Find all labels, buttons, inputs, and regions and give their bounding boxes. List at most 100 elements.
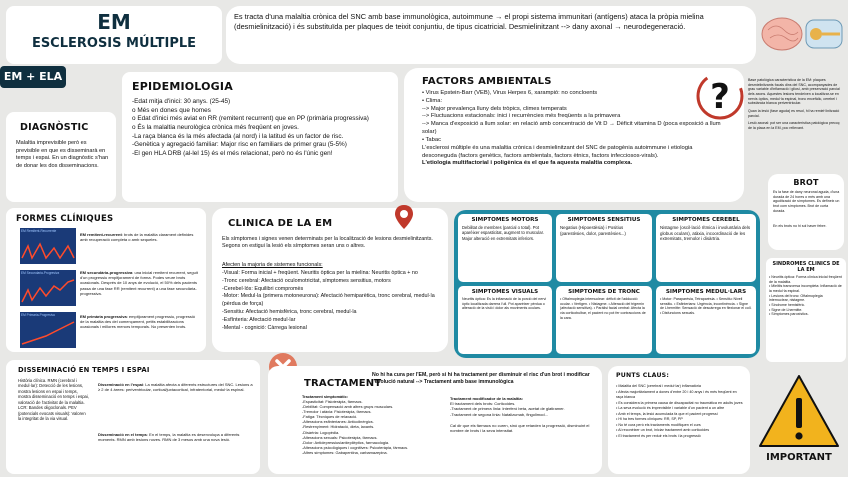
- simptomes-medul-text: • Motor: Paraparèsia, Tetraparèsia. • Se…: [660, 297, 752, 316]
- em-ela-label: EM + ELA: [3, 70, 63, 83]
- list-item: -Sensitiu: Afectació hemisfèrica, tronc …: [222, 309, 357, 316]
- list-item: • Clima:: [422, 97, 443, 104]
- list-item: --> Major prevalença lluny dels tròpics,…: [422, 105, 567, 112]
- list-item: -Cerebel·lós: Equilibri compromès: [222, 285, 304, 292]
- forma-label: EM secundària-progressiva: [80, 270, 133, 275]
- pp-curve: [21, 321, 75, 345]
- list-item: • Virus Epstein-Barr (VEB), Virus Herpes…: [422, 90, 598, 96]
- diagnostic-title: DIAGNÒSTIC: [20, 122, 89, 133]
- forma-sp: EM secundària-progressiva: una inicial r…: [80, 270, 198, 296]
- clinica-sub: Afecten la majoria de sistemes funcional…: [222, 262, 323, 268]
- simptomes-motors-text: Debilitat de membres (parcial o total). …: [462, 225, 544, 241]
- important-label: IMPORTANT: [766, 452, 832, 463]
- list-item: L'esclerosi múltiple és una malaltia crò…: [422, 144, 693, 159]
- side-note-text: Base patològica característica de la EM:…: [748, 78, 840, 106]
- punts-box: PUNTS CLAUS: • Malaltia del SNC (cerebra…: [608, 366, 750, 474]
- question-icon: ?: [694, 66, 746, 124]
- espai-title: Disseminació en l'espai: [98, 382, 143, 387]
- list-item: -Debilitat: Compensació amb altres grups…: [302, 404, 394, 410]
- side-note: Base patològica característica de la EM:…: [748, 78, 844, 172]
- brain-image: [760, 6, 844, 62]
- list-item: -Visual: Forma inicial + freqüent. Neuri…: [222, 270, 418, 276]
- svg-text:?: ?: [710, 77, 730, 117]
- chart-thumb-label: EM Secundaria-Progresiva: [21, 271, 60, 275]
- epidemiologia-box: EPIDEMIOLOGIA -Edat mitja d'inici: 30 an…: [122, 72, 398, 202]
- tractament-right-title: Tractament modificador de la malaltia:: [450, 396, 523, 401]
- sp-curve: [21, 279, 75, 303]
- list-item: • Símptomes paroxístics.: [769, 312, 809, 317]
- formes-box: FORMES CLÍNIQUES EM Remitent-Recurrente …: [6, 208, 206, 352]
- clinica-title: CLINICA DE LA EM: [228, 218, 333, 229]
- list-item: -Genètica y agregació familiar: Major ri…: [132, 141, 347, 149]
- list-item: -Dolor: Antidepressius/antiepilèptics, f…: [302, 439, 390, 445]
- temps-text: En el temps, la malaltia es desenvolupa …: [98, 432, 240, 443]
- simptomes-tronc-text: • Oftalmoplegia internuclear: dèficit de…: [560, 297, 646, 320]
- simptomes-medul: SIMPTOMES MEDUL·LARS • Motor: Paraparèsi…: [656, 286, 756, 354]
- disseminacio-box: DISSEMINACIÓ EN TEMPS I ESPAI Història c…: [6, 360, 260, 474]
- list-item: • Signe de Lhermitte.: [769, 307, 803, 312]
- list-item: • Hi ha tres formes clíniques: RR, SP, P…: [616, 417, 683, 422]
- list-item: -Tractament de primera línia: Interferó …: [450, 406, 565, 412]
- tractament-intro: No hi ha cura per l'EM, però si hi ha tr…: [372, 372, 590, 386]
- list-item: -La raça blanca és la més afectada (al n…: [132, 132, 344, 140]
- em-ela-tag: EM + ELA: [0, 66, 66, 88]
- epidemiologia-list: -Edat mitja d'inici: 30 anys. (25-45) o …: [132, 98, 392, 158]
- chart-thumb-pp: EM Primaria-Progresiva: [20, 312, 76, 348]
- tractament-note: Cal dir que els fàrmacs no curen, sinó q…: [450, 422, 590, 433]
- clinica-intro: Els símptomes i signes venen determinats…: [222, 236, 433, 250]
- list-item: El tractament dels brots: Corticoides.: [450, 401, 516, 407]
- factors-box: FACTORS AMBIENTALS • Virus Epstein-Barr …: [404, 68, 744, 202]
- location-pin-icon: [394, 204, 414, 230]
- list-item: -El gen HLA DRB (al-lel 15) és el més re…: [132, 149, 333, 157]
- list-item: -Alteracions esfinterianes: Anticolinèrg…: [302, 419, 374, 425]
- list-item: • Lesions del tronc: Oftalmoplegia inter…: [769, 293, 823, 303]
- intro-text: Es tracta d'una malaltia crònica del SNC…: [234, 12, 704, 32]
- list-item: -Tronc cerebral: Afectació oculomotricit…: [222, 277, 391, 284]
- title-banner: EM ESCLEROSIS MÚLTIPLE: [6, 6, 222, 64]
- punts-title: PUNTS CLAUS:: [616, 372, 670, 379]
- factors-list: • Virus Epstein-Barr (VEB), Virus Herpes…: [422, 90, 722, 168]
- simptomes-tronc-title: SIMPTOMES DE TRONC: [568, 289, 640, 295]
- tractament-left: Tractament simptomàtic: -Espasticitat: F…: [302, 394, 442, 455]
- list-item: -Mental - cognició: Càrrega lesional: [222, 324, 307, 331]
- simptomes-panel: SIMPTOMES MOTORS Debilitat de membres (p…: [454, 210, 760, 358]
- simptomes-motors: SIMPTOMES MOTORS Debilitat de membres (p…: [458, 214, 552, 282]
- tractament-right: Tractament modificador de la malaltia: E…: [450, 396, 596, 433]
- simptomes-motors-title: SIMPTOMES MOTORS: [471, 217, 539, 223]
- chart-thumb-sp: EM Secundaria-Progresiva: [20, 270, 76, 306]
- forma-pp: EM primària progressiva: empitjorament p…: [80, 314, 195, 330]
- list-item: -Disàrtria: Logopèdia.: [302, 429, 340, 435]
- simptomes-cerebel-title: SIMPTOMES CEREBEL: [672, 217, 740, 223]
- list-item: • Malaltia del SNC (cerebral i medul·lar…: [616, 384, 701, 388]
- list-item: --> Manca d'exposició a llum solar: en r…: [422, 121, 721, 136]
- forma-rr: EM remitent-recurrent: brots de la malal…: [80, 232, 194, 243]
- list-item: • Tabac: [422, 136, 442, 143]
- list-item: • Mielitis transversa incompleta: Inflam…: [769, 284, 842, 294]
- forma-desc: empitjorament progressiu, progressió de …: [80, 314, 195, 330]
- chart-thumb-rr: EM Remitent-Recurrente: [20, 228, 76, 264]
- list-item: L'etiologia multifactorial i poligènica …: [422, 160, 633, 167]
- brot-text2: En els brots no hi sol haver febre.: [773, 224, 827, 228]
- simptomes-cerebel-text: Nistagme (oscil·lació rítmica i involunt…: [660, 225, 751, 242]
- simptomes-cerebel: SIMPTOMES CEREBEL Nistagme (oscil·lació …: [656, 214, 756, 282]
- list-item: --> Fluctuacions estacionals: inici i re…: [422, 113, 621, 120]
- sindromes-box: SINDROMES CLINICS DE LA EM • Neuritis òp…: [766, 258, 846, 362]
- simptomes-sensitius: SIMPTOMES SENSITIUS Negatius (Hipoestèsi…: [556, 214, 652, 282]
- list-item: -Motor: Medul·la (primera motoneurona): …: [222, 293, 435, 308]
- simptomes-tronc: SIMPTOMES DE TRONC • Oftalmoplegia inter…: [556, 286, 652, 354]
- tractament-left-list: -Espasticitat: Fisioteràpia, fàrmacs. -D…: [302, 399, 442, 455]
- forma-desc: brots de la malaltia clarament definides…: [80, 232, 194, 243]
- list-item: o És la malaltia neurològica crònica més…: [132, 123, 299, 131]
- simptomes-medul-title: SIMPTOMES MEDUL·LARS: [665, 289, 747, 295]
- list-item: -Alteracions psicològiques i cognitives:…: [302, 444, 409, 450]
- page-title: EM: [97, 10, 131, 34]
- list-item: -Esfínteria: Afectació medul·lar: [222, 316, 296, 323]
- list-item: • Es considera la primera causa de disca…: [616, 400, 743, 405]
- forma-label: EM primària progressiva: [80, 314, 127, 319]
- list-item: • La seva evolució és imprevisible i var…: [616, 406, 725, 411]
- chart-thumb-label: EM Remitent-Recurrente: [21, 229, 57, 233]
- page-subtitle: ESCLEROSIS MÚLTIPLE: [31, 36, 197, 51]
- diagnostic-box: DIAGNÒSTIC Malaltia imprevisible però es…: [6, 112, 116, 202]
- temps-title: Disseminació en el temps: [98, 432, 147, 437]
- punts-list: • Malaltia del SNC (cerebral i medul·lar…: [616, 384, 744, 439]
